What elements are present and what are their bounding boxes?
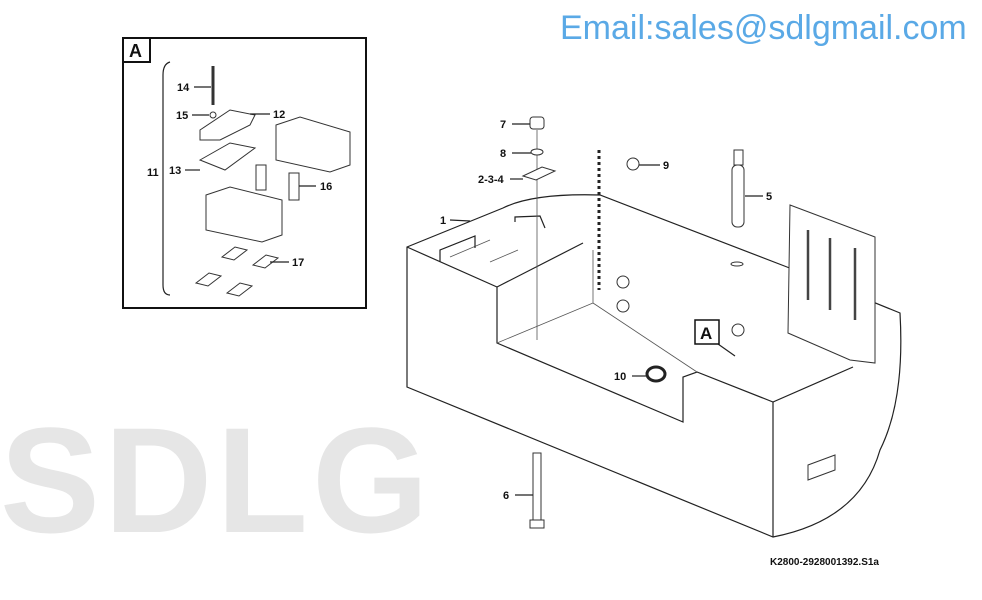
- callout-13: 13: [169, 165, 181, 177]
- washer-icon: [530, 148, 544, 156]
- pad-icon: [220, 246, 249, 261]
- spacer-icon: [288, 172, 300, 201]
- plate-icon: [521, 166, 557, 181]
- callout-1: 1: [440, 215, 446, 227]
- callout-16: 16: [320, 181, 332, 193]
- bolt-icon: [532, 452, 542, 524]
- callout-7: 7: [500, 119, 506, 131]
- callout-5: 5: [766, 191, 772, 203]
- plate-icon: [198, 142, 257, 171]
- drawing-caption: K2800-2928001392.S1a: [770, 557, 879, 568]
- plug-icon: [626, 157, 640, 171]
- battery-icon: [205, 186, 283, 243]
- callout-6: 6: [503, 490, 509, 502]
- bracket-icon: [199, 109, 256, 141]
- callout-17: 17: [292, 257, 304, 269]
- detail-title: A: [129, 41, 142, 61]
- pad-icon: [194, 272, 223, 287]
- brand-watermark: SDLG: [0, 396, 433, 564]
- callout-10: 10: [614, 371, 626, 383]
- callout-9: 9: [663, 160, 669, 172]
- callout-12: 12: [273, 109, 285, 121]
- email-watermark: Email:sales@sdlgmail.com: [560, 9, 967, 47]
- group-bracket: [162, 61, 171, 296]
- grommet-icon: [645, 365, 667, 383]
- battery-lid: [787, 204, 876, 364]
- callout-8: 8: [500, 148, 506, 160]
- battery-icon: [275, 116, 351, 173]
- counterweight-body: 7 8 2-3-4 1 9 5 10 6 A: [406, 116, 902, 538]
- detail-ref-a: A: [700, 324, 712, 343]
- pad-icon: [225, 282, 254, 297]
- callout-14: 14: [177, 82, 190, 94]
- spacer-icon: [255, 164, 267, 191]
- pin-icon: [731, 164, 745, 228]
- detail-box-a: A 14 15 12 11 13 16 17: [122, 37, 367, 309]
- washer-icon: [209, 111, 217, 119]
- callout-15: 15: [176, 110, 188, 122]
- nut-icon: [529, 116, 545, 130]
- pad-icon: [251, 254, 280, 269]
- callout-11: 11: [147, 167, 159, 179]
- callout-2-3-4: 2-3-4: [478, 174, 505, 186]
